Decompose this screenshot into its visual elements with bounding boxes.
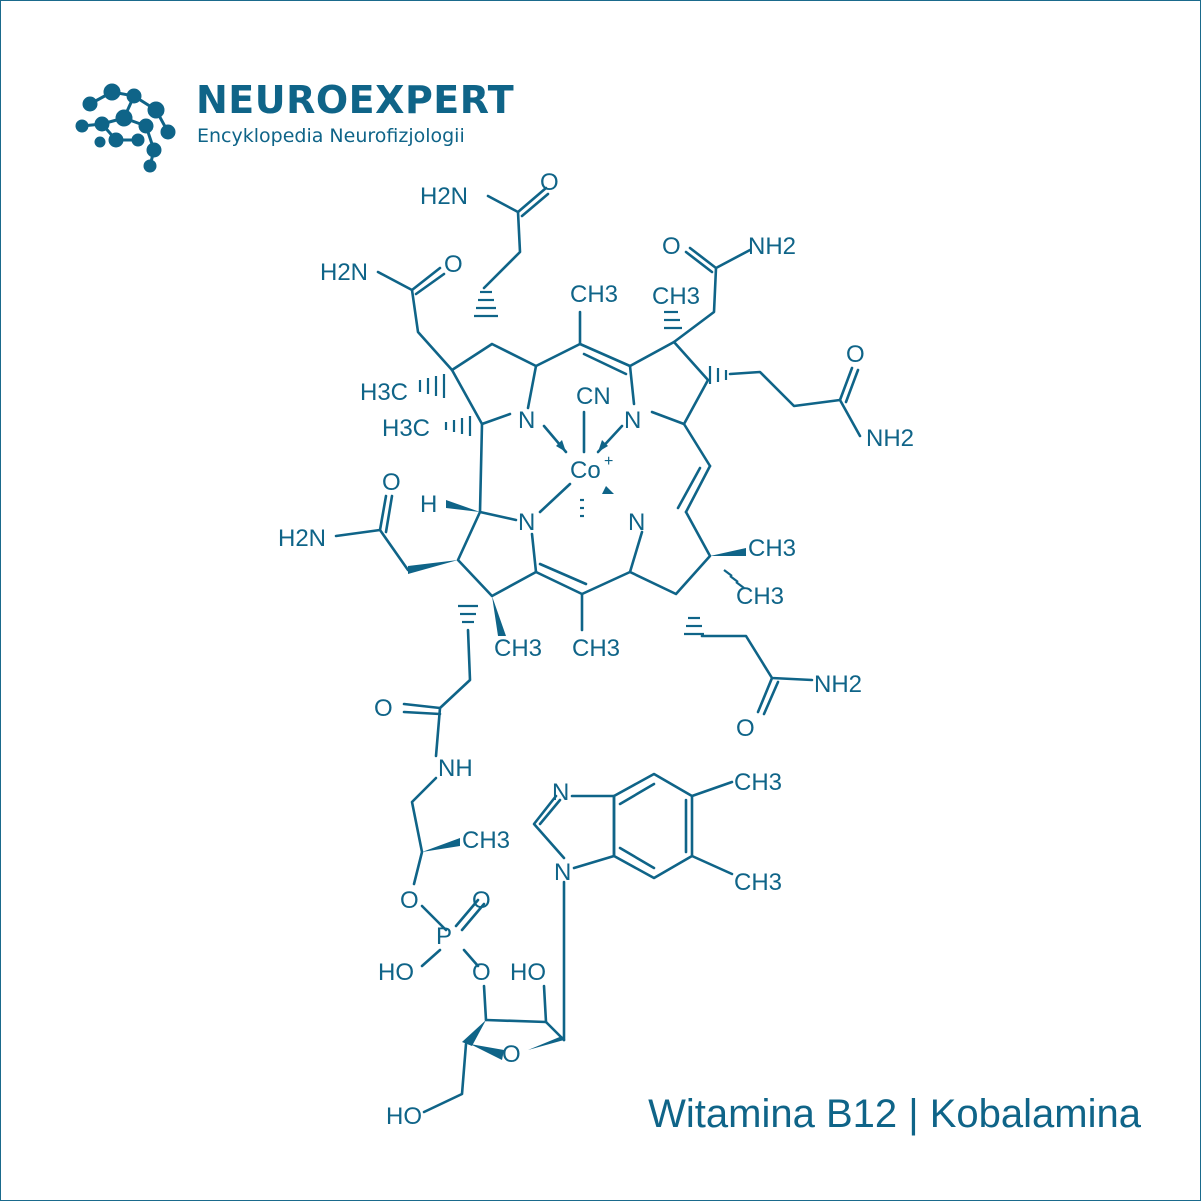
corrin-ring <box>450 310 712 632</box>
atom-n-lower-right: N <box>628 509 645 536</box>
atom-o-right-top: O <box>662 233 681 260</box>
atom-ch3-benz-1: CH3 <box>734 769 782 796</box>
atom-n-benz-2: N <box>554 859 571 886</box>
atom-ch3-top-mid: CH3 <box>570 281 618 308</box>
atom-nh2-right: NH2 <box>866 425 914 452</box>
atom-o-bottom-right: O <box>736 715 755 742</box>
atom-n-benz-1: N <box>552 779 569 806</box>
atom-ch3-top-right: CH3 <box>652 283 700 310</box>
co-dotted-bond <box>580 498 584 518</box>
diagram-caption: Witamina B12 | Kobalamina <box>648 1092 1141 1136</box>
atom-o-right: O <box>846 341 865 368</box>
atom-p: P <box>436 923 452 950</box>
brand-subtitle: Encyklopedia Neurofizjologii <box>197 125 465 147</box>
atom-o-ring: O <box>502 1041 521 1068</box>
atom-ch3-bottom-mid: CH3 <box>572 635 620 662</box>
atom-o-left-mid: O <box>382 469 401 496</box>
atom-h2n-top: H2N <box>420 183 468 210</box>
atom-co-charge: + <box>604 453 613 470</box>
atom-o-phosphate-1: O <box>400 887 419 914</box>
atom-o-left-top: O <box>444 251 463 278</box>
neuroexpert-logo-icon <box>75 83 176 173</box>
bonds-top-amide <box>482 186 550 290</box>
atom-o-phosphate-2: O <box>472 887 491 914</box>
atom-h3c-b: H3C <box>382 415 430 442</box>
atom-ho-bottom: HO <box>386 1103 422 1130</box>
ribose-ring <box>422 880 566 1114</box>
atom-n-lower-left: N <box>518 509 535 536</box>
atom-co: Co <box>570 457 601 484</box>
atom-ch3-bottom-left: CH3 <box>494 635 542 662</box>
atom-cn: CN <box>576 383 611 410</box>
atom-ch3-right-1: CH3 <box>748 535 796 562</box>
hash-bond-top <box>474 290 498 318</box>
atom-h-left: H <box>420 491 437 518</box>
atom-n-upper-right: N <box>624 407 641 434</box>
atom-o-top: O <box>540 169 559 196</box>
atom-nh2-right-top: NH2 <box>748 233 796 260</box>
atom-ch3-right-2: CH3 <box>736 583 784 610</box>
benzimidazole <box>532 772 734 880</box>
atom-ch3-benz-2: CH3 <box>734 869 782 896</box>
brand-name: NEUROEXPERT <box>196 78 515 122</box>
atom-o-amide: O <box>374 695 393 722</box>
atom-ho-phosphate: HO <box>378 959 414 986</box>
atom-h3c-a: H3C <box>360 379 408 406</box>
atom-h2n-left: H2N <box>320 259 368 286</box>
atom-h2n-left-mid: H2N <box>278 525 326 552</box>
atom-n-upper-left: N <box>518 407 535 434</box>
atom-ch3-side: CH3 <box>462 827 510 854</box>
atom-o-phosphate-3: O <box>472 959 491 986</box>
atom-nh2-bottom-right: NH2 <box>814 671 862 698</box>
atom-nh: NH <box>438 755 473 782</box>
atom-ho-sugar: HO <box>510 959 546 986</box>
